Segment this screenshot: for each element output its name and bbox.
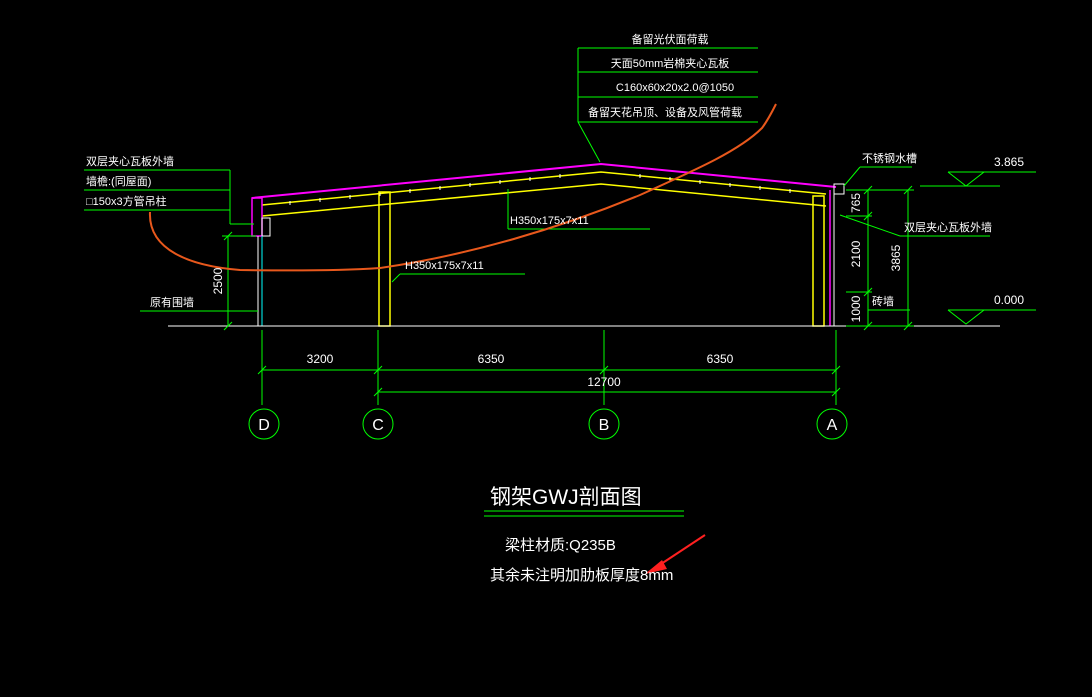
annotation-brick-wall: 砖墙 <box>872 294 894 308</box>
roof-beam-bottom <box>261 183 827 217</box>
axis-bubble-d <box>248 408 280 440</box>
annotation-right-wall: 双层夹心瓦板外墙 <box>904 220 992 234</box>
annotation-enclosure: 原有围墙 <box>150 295 194 309</box>
annotation-frames <box>84 47 1036 517</box>
roof-sheet-magenta <box>251 162 837 199</box>
orange-markup-curve <box>148 103 777 272</box>
left-eave-box <box>251 197 263 237</box>
axis-bubbles <box>248 408 848 440</box>
elevation-ground: 0.000 <box>994 293 1024 307</box>
beam-label-1: H350x175x7x11 <box>510 215 589 227</box>
axis-bubble-c <box>362 408 394 440</box>
red-arrow <box>645 534 706 574</box>
left-gutter <box>261 217 271 237</box>
axis-bubble-b <box>588 408 620 440</box>
roof-structure <box>251 162 837 217</box>
annotation-top-2: 天面50mm岩棉夹心瓦板 <box>611 56 730 70</box>
dim-span-2: 6350 <box>478 352 505 366</box>
column-c <box>378 191 391 327</box>
column-a <box>812 195 825 327</box>
dim-total: 12700 <box>587 375 621 389</box>
roof-beam-top <box>261 171 827 206</box>
dim-v-2500: 2500 <box>211 267 225 294</box>
annotation-left-2: 墙檐:(同屋面) <box>86 174 151 188</box>
axis-bubble-a <box>816 408 848 440</box>
dim-v-2100: 2100 <box>849 240 863 267</box>
axis-label-c: C <box>372 417 384 434</box>
right-gutter <box>833 183 845 195</box>
dim-v-765: 765 <box>849 193 863 213</box>
annotation-top-1: 备留光伏面荷载 <box>632 32 709 46</box>
dim-span-3: 6350 <box>707 352 734 366</box>
annotation-left-1: 双层夹心瓦板外墙 <box>86 154 174 168</box>
axis-label-d: D <box>258 417 270 434</box>
elevation-top: 3.865 <box>994 155 1024 169</box>
beam-label-2: H350x175x7x11 <box>405 260 484 272</box>
dim-v-1000: 1000 <box>849 295 863 322</box>
note-stiffener: 其余未注明加肋板厚度8mm <box>490 566 673 584</box>
drawing-title: 钢架GWJ剖面图 <box>490 486 642 509</box>
annotation-left-3: □150x3方管吊柱 <box>86 194 167 208</box>
annotation-top-4: 备留天花吊顶、设备及风管荷载 <box>588 105 742 119</box>
annotation-gutter: 不锈钢水槽 <box>862 152 917 165</box>
axis-label-a: A <box>827 417 838 434</box>
dim-v-3865: 3865 <box>889 244 903 271</box>
note-material: 梁柱材质:Q235B <box>505 537 616 554</box>
dim-span-1: 3200 <box>307 352 334 366</box>
annotation-top-3: C160x60x20x2.0@1050 <box>616 82 734 94</box>
axis-label-b: B <box>599 417 610 434</box>
